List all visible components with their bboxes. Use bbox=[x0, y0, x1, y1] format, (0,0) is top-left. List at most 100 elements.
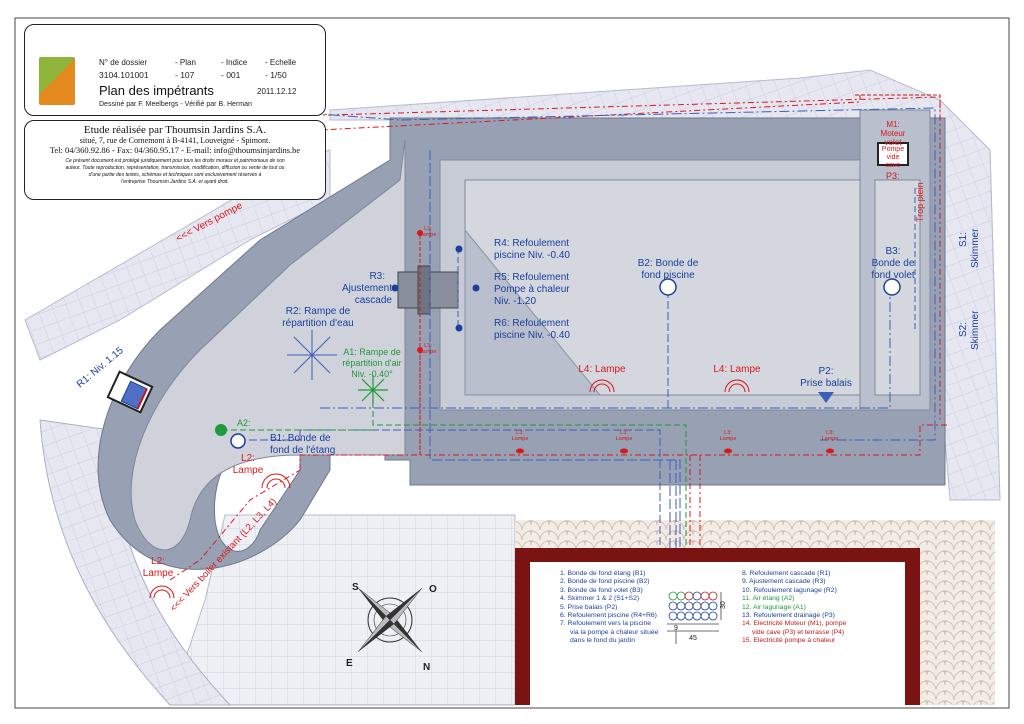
r3-outlet bbox=[391, 284, 399, 292]
legend-item: 12. Air lagunage (A1) bbox=[742, 603, 806, 611]
l2a-label-2: Lampe bbox=[233, 465, 264, 476]
r4-outlet bbox=[455, 245, 463, 253]
label-plan: - Plan bbox=[175, 58, 196, 67]
legal-line-4: l'entreprise Thoumsin Jardins S.A. et ay… bbox=[121, 179, 229, 185]
l3-label-f2: Lampe bbox=[822, 436, 839, 442]
r2-distribution-ramp bbox=[287, 330, 337, 380]
r6-label-2: piscine Niv. -0.40 bbox=[494, 330, 570, 341]
b1-label-2: fond de l'étang bbox=[270, 445, 335, 456]
p3-label: P3: bbox=[886, 171, 900, 181]
l3-label-c1: L3: bbox=[516, 430, 524, 436]
legend-item: vide cave (P3) et terrasse (P4) bbox=[752, 628, 845, 636]
r2-label-2: répartition d'eau bbox=[282, 318, 353, 329]
legend-item: 6. Refoulement piscine (R4+R6) bbox=[560, 612, 657, 620]
company-logo bbox=[39, 57, 75, 105]
company-contact: Tel: 04/360.92.86 - Fax: 04/360.95.17 - … bbox=[49, 145, 301, 155]
pump-label-3: cave bbox=[886, 162, 901, 169]
l3-label-b2: Lampe bbox=[420, 349, 437, 355]
dim-30: 30 bbox=[720, 601, 727, 609]
l3-label-d1: L3: bbox=[620, 430, 628, 436]
m1-label-2: Moteur bbox=[881, 129, 906, 138]
label-indice: - Indice bbox=[221, 58, 248, 67]
a2-label: A2: bbox=[237, 418, 251, 428]
l3-label-b1: L3: bbox=[424, 343, 432, 349]
compass-label-n: N bbox=[423, 662, 430, 673]
company-block: Etude réalisée par Thoumsin Jardins S.A.… bbox=[24, 120, 326, 200]
r6-label-1: R6: Refoulement bbox=[494, 318, 569, 329]
m1-label-1: M1: bbox=[886, 120, 899, 129]
plan-date: 2011.12.12 bbox=[257, 87, 297, 96]
paving-lower bbox=[169, 514, 516, 706]
b3-label-2: Bonde de bbox=[872, 258, 915, 269]
a1-air-ramp bbox=[358, 375, 388, 405]
pump-label-1: Pompe bbox=[882, 146, 904, 153]
legend-item: 5. Prise balais (P2) bbox=[560, 603, 618, 611]
legal-line-3: d'une partie des textes, schémas et tech… bbox=[88, 172, 262, 178]
r1-cascade bbox=[106, 370, 154, 414]
l2a-label-1: L2: bbox=[241, 453, 255, 464]
r5-label-3: Niv. -1.20 bbox=[494, 296, 536, 307]
value-plan: - 107 bbox=[175, 70, 195, 80]
b2-label-2: fond piscine bbox=[641, 270, 695, 281]
b2-label-1: B2: Bonde de bbox=[638, 258, 699, 269]
sheet-border bbox=[14, 17, 1010, 709]
legend: 1. Bonde de fond étang (B1)2. Bonde de f… bbox=[556, 566, 876, 656]
l3-label-a2: Lampe bbox=[420, 232, 437, 238]
plan-title: Plan des impétrants bbox=[99, 83, 214, 98]
a1-label-2: répartition d'air bbox=[342, 358, 401, 368]
legend-item: 15. Electricité pompe à chaleur bbox=[742, 637, 836, 645]
m1-label-3: volet bbox=[885, 138, 903, 147]
l4a-label: L4: Lampe bbox=[578, 364, 626, 375]
pipe-network bbox=[169, 94, 950, 581]
b1-label-1: B1: Bonde de bbox=[270, 433, 331, 444]
legend-item: 13. Refoulement drainage (P3) bbox=[742, 612, 835, 620]
legend-item: 7. Refoulement vers la piscine bbox=[560, 620, 652, 628]
legal-line-1: Ce présent document est protégé juridiqu… bbox=[65, 158, 285, 164]
b3-drain bbox=[883, 278, 901, 296]
legal-line-2: auteur. Toute reproduction, représentati… bbox=[65, 165, 285, 171]
value-dossier: 3104.101001 bbox=[99, 70, 149, 80]
legend-column-2: 8. Refoulement cascade (R1)9. Ajustement… bbox=[742, 570, 846, 646]
compass-label-e: E bbox=[346, 658, 353, 669]
legend-item: 14. Electricité Moteur (M1), pompe bbox=[742, 620, 847, 628]
compass-label-s: S bbox=[352, 582, 359, 593]
legend-item: 4. Skimmer 1 & 2 (S1+S2) bbox=[560, 595, 640, 603]
l3-label-a1: L3: bbox=[424, 226, 432, 232]
r4-label-1: R4: Refoulement bbox=[494, 238, 569, 249]
s2-label-2: Skimmer bbox=[970, 310, 981, 350]
r5-label-1: R5: Refoulement bbox=[494, 272, 569, 283]
label-echelle: - Echelle bbox=[265, 58, 297, 67]
b1-drain bbox=[230, 433, 246, 449]
r6-outlet bbox=[455, 324, 463, 332]
p2-label-1: P2: bbox=[818, 366, 833, 377]
r5-outlet bbox=[472, 284, 480, 292]
legend-item: 9. Ajustement cascade (R3) bbox=[742, 578, 826, 586]
legend-item: 2. Bonde de fond piscine (B2) bbox=[560, 578, 650, 586]
l3-label-e2: Lampe bbox=[720, 436, 737, 442]
b2-drain bbox=[659, 278, 677, 296]
title-block: N° de dossier - Plan - Indice - Echelle … bbox=[24, 24, 326, 116]
trop-plein-label: Trop plein bbox=[915, 182, 925, 222]
legend-item: 3. Bonde de fond volet (B3) bbox=[560, 586, 643, 594]
dim-9: 9 bbox=[674, 625, 678, 632]
b3-label-3: fond volet bbox=[871, 270, 915, 281]
l3-label-d2: Lampe bbox=[616, 436, 633, 442]
s1-label-1: S1: bbox=[958, 232, 969, 247]
pipe-bundle bbox=[667, 591, 722, 644]
value-echelle: - 1/50 bbox=[265, 70, 287, 80]
a1-label-1: A1: Rampe de bbox=[343, 347, 401, 357]
l2b-label-1: L2: bbox=[151, 556, 165, 567]
dim-45: 45 bbox=[689, 635, 697, 642]
l3-label-e1: L3: bbox=[724, 430, 732, 436]
legend-column-1: 1. Bonde de fond étang (B1)2. Bonde de f… bbox=[560, 570, 658, 646]
label-dossier: N° de dossier bbox=[99, 58, 148, 67]
s2-label-1: S2: bbox=[958, 322, 969, 337]
m1-motor-box bbox=[877, 142, 909, 166]
pond bbox=[130, 139, 406, 551]
s1-label-2: Skimmer bbox=[970, 228, 981, 268]
company-address: situé, 7, rue de Cornemont à B-4141, Lou… bbox=[79, 136, 271, 145]
legend-item: 1. Bonde de fond étang (B1) bbox=[560, 570, 646, 577]
company-name: Etude réalisée par Thoumsin Jardins S.A. bbox=[83, 124, 267, 136]
r5-label-2: Pompe à chaleur bbox=[494, 284, 570, 295]
